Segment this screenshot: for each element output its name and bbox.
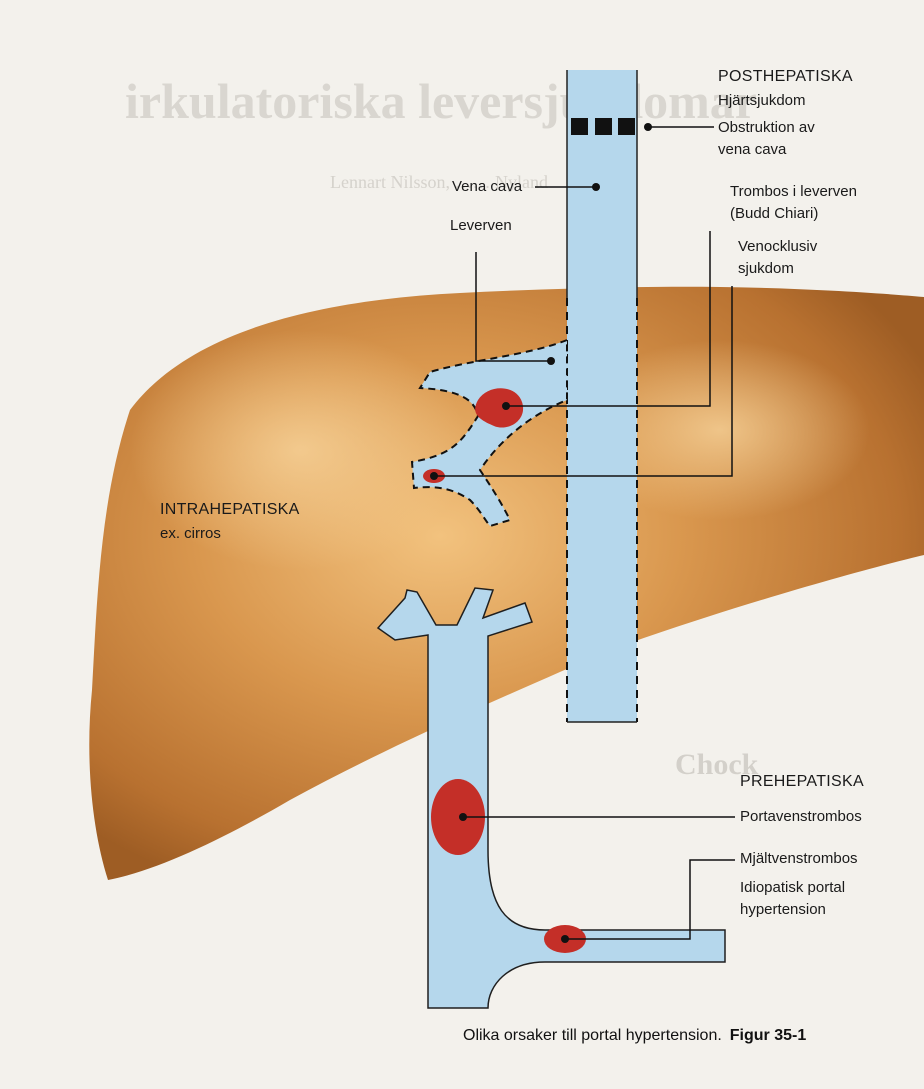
label-leverven: Leverven (450, 215, 512, 237)
label-hjartsjukdom: Hjärtsjukdom (718, 90, 806, 112)
label-budd-chiari: (Budd Chiari) (730, 203, 818, 225)
leader-dot (430, 472, 438, 480)
leader-mjaltvenstrombos (565, 860, 735, 939)
label-vena-cava: Vena cava (452, 176, 522, 198)
caption-text: Olika orsaker till portal hypertension. (463, 1027, 722, 1044)
obstruction-block (571, 118, 588, 135)
label-venocklusiv: Venocklusiv (738, 236, 817, 258)
leader-dot (644, 123, 652, 131)
label-obstruktion-av: Obstruktion av (718, 117, 815, 139)
leader-dot (502, 402, 510, 410)
prehepatiska-title: PREHEPATISKA (740, 771, 864, 793)
figure-caption: Olika orsaker till portal hypertension. F… (463, 1027, 806, 1045)
obstruction-block (618, 118, 635, 135)
intrahepatiska-title: INTRAHEPATISKA (160, 499, 300, 521)
leader-dot (459, 813, 467, 821)
label-idiopatisk-portal: Idiopatisk portal (740, 877, 845, 899)
leader-dot (592, 183, 600, 191)
label-hypertension: hypertension (740, 899, 826, 921)
label-ex-cirros: ex. cirros (160, 523, 221, 545)
posthepatiska-title: POSTHEPATISKA (718, 66, 853, 88)
vena-cava-vessel (567, 70, 637, 722)
label-vena-cava-obstruction: vena cava (718, 139, 786, 161)
obstruction-block (595, 118, 612, 135)
label-trombos-i-leverven: Trombos i leverven (730, 181, 857, 203)
leader-dot (547, 357, 555, 365)
label-mjaltvenstrombos: Mjältvenstrombos (740, 848, 858, 870)
label-portavenstrombos: Portavenstrombos (740, 806, 862, 828)
label-sjukdom: sjukdom (738, 258, 794, 280)
leader-dot (561, 935, 569, 943)
figure-number: Figur 35-1 (730, 1027, 806, 1044)
